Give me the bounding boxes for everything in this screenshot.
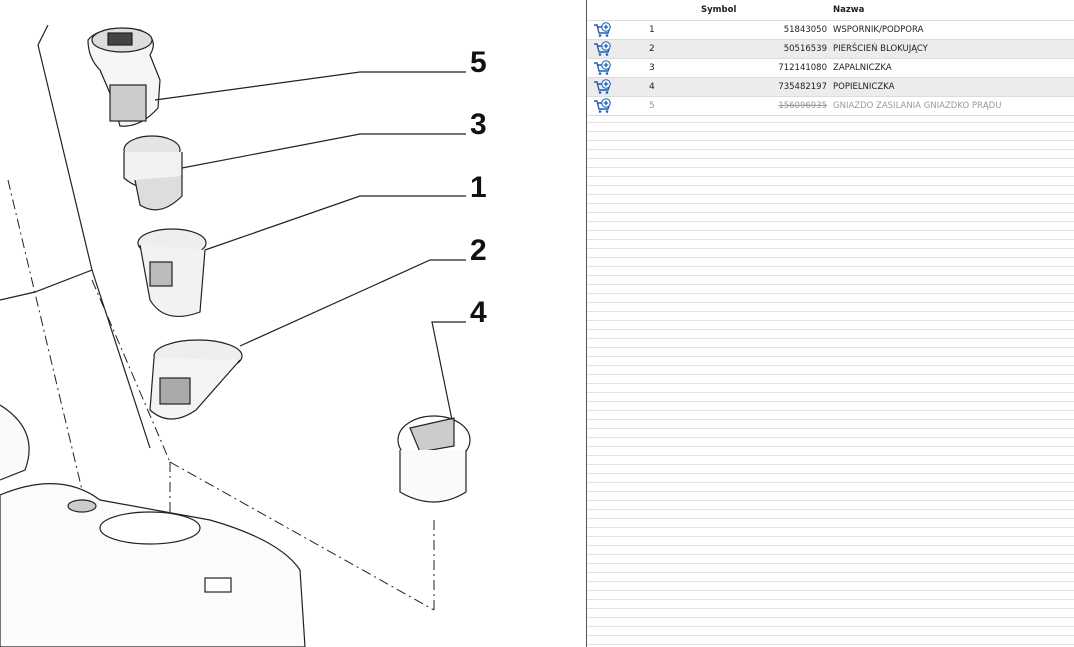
add-to-cart-icon[interactable] <box>593 41 613 57</box>
header-name: Nazwa <box>833 0 1074 21</box>
diagram-drawing: 5 3 1 2 4 <box>0 24 487 647</box>
add-to-cart-icon[interactable] <box>593 60 613 76</box>
table-row-inactive: 5 156096935 GNIAZDO ZASILANIA GNIAZDKO P… <box>587 96 1074 116</box>
parts-table: Symbol Nazwa 1 51843050 WSPORNIK/PODPORA… <box>587 0 1074 116</box>
row-index: 4 <box>639 77 675 97</box>
callout-3: 3 <box>470 108 487 141</box>
header-symbol: Symbol <box>675 0 833 21</box>
part-symbol: 50516539 <box>783 44 827 54</box>
table-row: 4 735482197 POPIELNICZKA <box>587 77 1074 97</box>
add-to-cart-icon[interactable] <box>593 22 613 38</box>
exploded-parts-diagram: 5 3 1 2 4 <box>0 0 587 647</box>
part-name: GNIAZDO ZASILANIA GNIAZDKO PRĄDU <box>833 96 1074 116</box>
part-symbol: 735482197 <box>778 82 827 92</box>
parts-list-panel: Symbol Nazwa 1 51843050 WSPORNIK/PODPORA… <box>587 0 1074 647</box>
add-to-cart-icon[interactable] <box>593 79 613 95</box>
callout-2: 2 <box>470 234 487 267</box>
part-name: WSPORNIK/PODPORA <box>833 20 1074 40</box>
table-row: 2 50516539 PIERŚCIEŃ BLOKUJĄCY <box>587 39 1074 59</box>
row-index: 2 <box>639 39 675 59</box>
table-row: 1 51843050 WSPORNIK/PODPORA <box>587 20 1074 40</box>
part-name: PIERŚCIEŃ BLOKUJĄCY <box>833 39 1074 59</box>
part-symbol: 156096935 <box>778 101 827 111</box>
row-index: 3 <box>639 58 675 78</box>
parts-table-header: Symbol Nazwa <box>587 0 1074 21</box>
part-name: POPIELNICZKA <box>833 77 1074 97</box>
callout-1: 1 <box>470 171 487 204</box>
row-index: 5 <box>639 96 675 116</box>
part-symbol: 51843050 <box>783 25 827 35</box>
callout-4: 4 <box>470 296 487 329</box>
part-symbol: 712141080 <box>778 63 827 73</box>
add-to-cart-icon[interactable] <box>593 98 613 114</box>
callout-5: 5 <box>470 46 487 79</box>
empty-list-area <box>587 114 1074 647</box>
table-row: 3 712141080 ZAPALNICZKA <box>587 58 1074 78</box>
part-name: ZAPALNICZKA <box>833 58 1074 78</box>
header-index <box>639 0 675 21</box>
row-index: 1 <box>639 20 675 40</box>
header-action <box>587 0 639 21</box>
